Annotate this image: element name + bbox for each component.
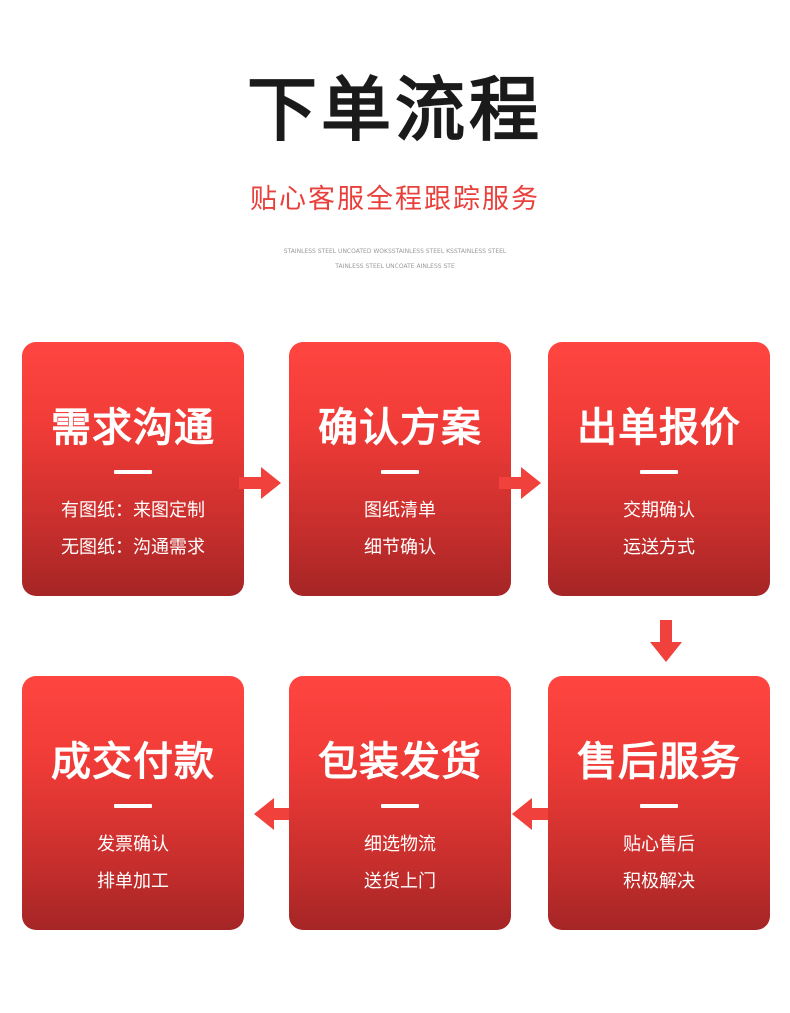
step-card-confirm-plan: 确认方案 图纸清单 细节确认 [289, 342, 511, 596]
decorative-caption-line-2: TAINLESS STEEL UNCOATE AINLESS STE [335, 263, 455, 270]
step-card-shipping: 包装发货 细选物流 送货上门 [289, 676, 511, 930]
step-detail: 图纸清单 [364, 500, 436, 521]
step-card-quotation: 出单报价 交期确认 运送方式 [548, 342, 770, 596]
step-detail: 排单加工 [97, 871, 169, 892]
step-detail: 交期确认 [623, 500, 695, 521]
step-detail: 贴心售后 [623, 834, 695, 855]
step-card-payment: 成交付款 发票确认 排单加工 [22, 676, 244, 930]
step-divider [640, 470, 678, 474]
step-divider [381, 470, 419, 474]
step-detail: 积极解决 [623, 871, 695, 892]
step-title: 需求沟通 [51, 405, 215, 451]
arrow-left-icon [512, 798, 554, 830]
step-title: 售后服务 [577, 739, 741, 785]
step-divider [640, 804, 678, 808]
step-card-requirements: 需求沟通 有图纸：来图定制 无图纸：沟通需求 [22, 342, 244, 596]
step-detail: 送货上门 [364, 871, 436, 892]
step-card-after-sales: 售后服务 贴心售后 积极解决 [548, 676, 770, 930]
arrow-right-icon [499, 467, 541, 499]
step-detail: 细选物流 [364, 834, 436, 855]
step-divider [114, 470, 152, 474]
step-detail: 有图纸：来图定制 [61, 500, 205, 521]
step-detail: 发票确认 [97, 834, 169, 855]
step-detail: 无图纸：沟通需求 [61, 537, 205, 558]
step-detail: 细节确认 [364, 537, 436, 558]
arrow-left-icon [254, 798, 296, 830]
step-title: 确认方案 [318, 405, 482, 451]
step-title: 成交付款 [51, 739, 215, 785]
arrow-down-icon [650, 620, 682, 662]
step-title: 出单报价 [577, 405, 741, 451]
arrow-right-icon [239, 467, 281, 499]
page-subtitle: 贴心客服全程跟踪服务 [250, 184, 540, 215]
page-title: 下单流程 [247, 69, 543, 151]
step-divider [381, 804, 419, 808]
step-detail: 运送方式 [623, 537, 695, 558]
decorative-caption-line-1: STAINLESS STEEL UNCOATED WOKSSTAINLESS S… [283, 248, 507, 255]
step-title: 包装发货 [318, 739, 482, 785]
step-divider [114, 804, 152, 808]
